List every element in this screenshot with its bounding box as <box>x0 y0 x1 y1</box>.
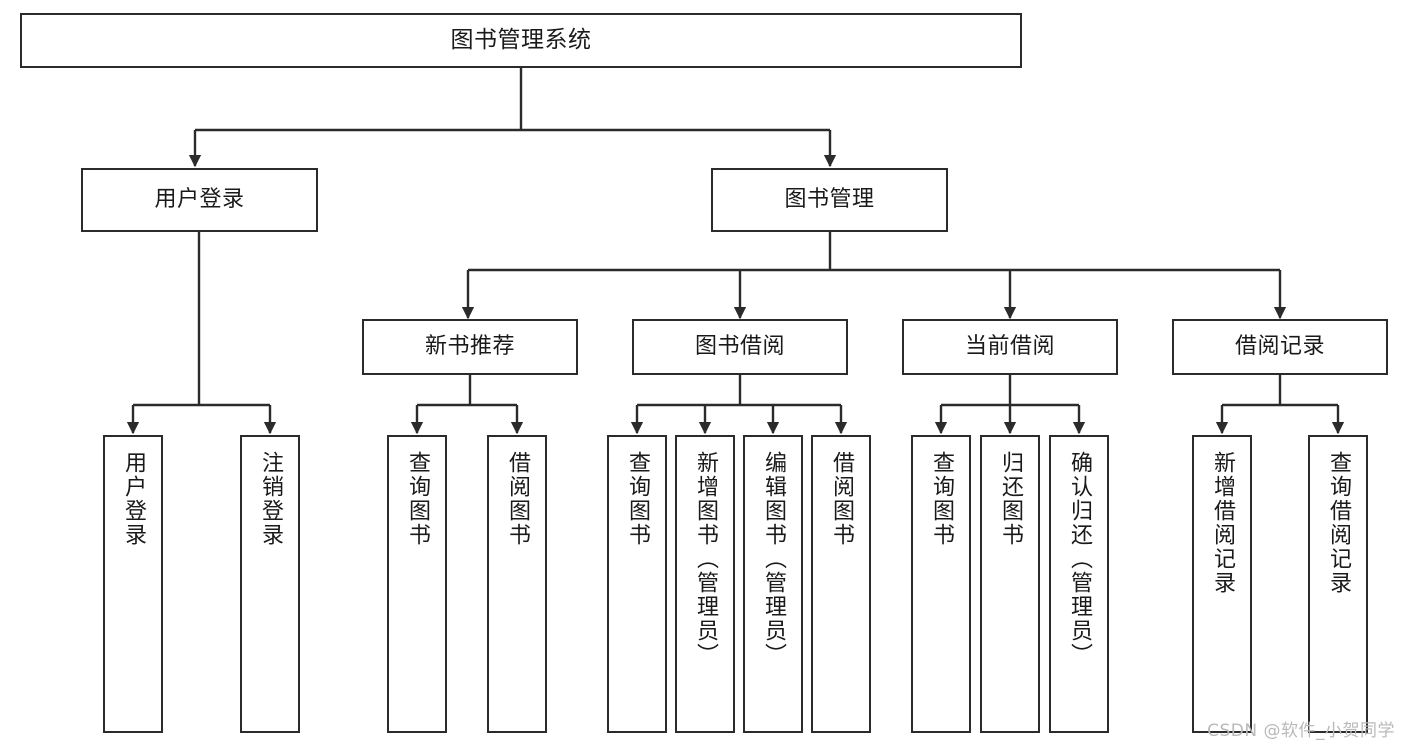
node-label: 图书管理 <box>784 187 875 213</box>
node-label: 查询借阅记录 <box>1326 451 1351 595</box>
leaf-new-book-borrow-book[interactable]: 借阅图书 <box>487 435 547 733</box>
leaf-book-borrow-query-book[interactable]: 查询图书 <box>607 435 667 733</box>
leaf-current-borrow-query-book[interactable]: 查询图书 <box>911 435 971 733</box>
node-label: 当前借阅 <box>964 334 1055 360</box>
node-label: 新书推荐 <box>424 334 515 360</box>
node-label: 新增图书（管理员） <box>693 451 718 667</box>
node-label: 归还图书 <box>998 451 1023 547</box>
node-label: 用户登录 <box>154 187 245 213</box>
node-label: 图书管理系统 <box>450 26 592 53</box>
node-label: 用户登录 <box>121 451 146 547</box>
node-user-login[interactable]: 用户登录 <box>81 168 318 232</box>
node-label: 借阅记录 <box>1234 334 1325 360</box>
node-label: 查询图书 <box>929 451 954 547</box>
node-label: 编辑图书（管理员） <box>761 451 786 667</box>
node-book-borrow[interactable]: 图书借阅 <box>632 319 848 375</box>
node-label: 借阅图书 <box>505 451 530 547</box>
node-book-management[interactable]: 图书管理 <box>711 168 948 232</box>
node-label: 查询图书 <box>405 451 430 547</box>
csdn-watermark: CSDN @软件_小贺同学 <box>1207 721 1395 741</box>
leaf-current-borrow-return-book[interactable]: 归还图书 <box>980 435 1040 733</box>
leaf-book-borrow-edit-book-admin[interactable]: 编辑图书（管理员） <box>743 435 803 733</box>
leaf-user-login-login[interactable]: 用户登录 <box>103 435 163 733</box>
node-label: 新增借阅记录 <box>1210 451 1235 595</box>
leaf-book-borrow-add-book-admin[interactable]: 新增图书（管理员） <box>675 435 735 733</box>
node-current-borrow[interactable]: 当前借阅 <box>902 319 1118 375</box>
node-label: 查询图书 <box>625 451 650 547</box>
node-borrow-record[interactable]: 借阅记录 <box>1172 319 1388 375</box>
leaf-borrow-record-add-record[interactable]: 新增借阅记录 <box>1192 435 1252 733</box>
leaf-user-login-logout[interactable]: 注销登录 <box>240 435 300 733</box>
leaf-new-book-query-book[interactable]: 查询图书 <box>387 435 447 733</box>
node-label: 确认归还（管理员） <box>1067 451 1092 667</box>
node-label: 借阅图书 <box>829 451 854 547</box>
node-new-book-recommend[interactable]: 新书推荐 <box>362 319 578 375</box>
leaf-current-borrow-confirm-return-admin[interactable]: 确认归还（管理员） <box>1049 435 1109 733</box>
node-root-library-system[interactable]: 图书管理系统 <box>20 13 1022 68</box>
leaf-book-borrow-borrow-book[interactable]: 借阅图书 <box>811 435 871 733</box>
leaf-borrow-record-query-record[interactable]: 查询借阅记录 <box>1308 435 1368 733</box>
node-label: 注销登录 <box>258 451 283 547</box>
node-label: 图书借阅 <box>694 334 785 360</box>
